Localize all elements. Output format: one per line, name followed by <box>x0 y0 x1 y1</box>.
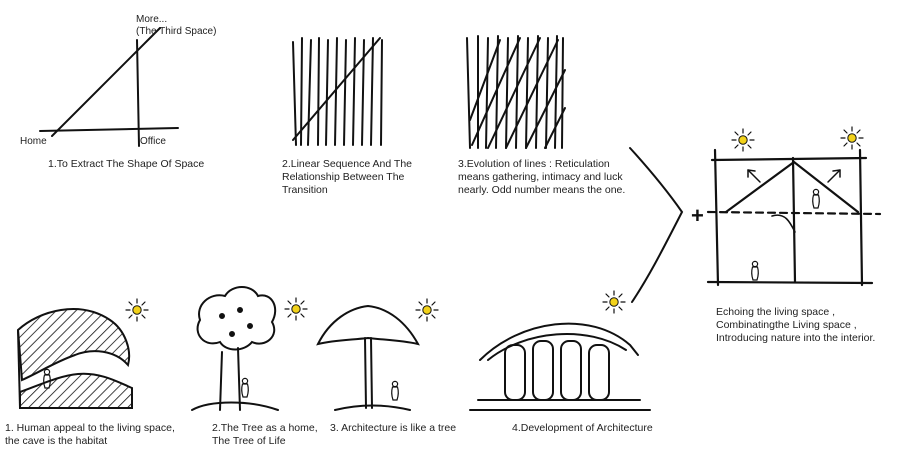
sun-icon <box>284 297 308 321</box>
caption-linear-sequence: 2.Linear Sequence And The Relationship B… <box>282 158 412 196</box>
sun-icon <box>731 128 755 152</box>
sun-icon <box>840 126 864 150</box>
caption-cave-habitat: 1. Human appeal to the living space, the… <box>5 422 175 447</box>
diagram-reticulation <box>466 35 566 149</box>
caption-development-architecture: 4.Development of Architecture <box>512 422 653 434</box>
diagram-shape-of-space <box>39 27 179 147</box>
diagram-cave <box>16 308 133 409</box>
person-icon <box>241 377 249 398</box>
caption-architecture-tree: 3. Architecture is like a tree <box>330 422 457 434</box>
diagram-linear-sequence <box>292 37 383 146</box>
person-icon <box>751 260 759 281</box>
base-line <box>39 127 179 132</box>
diagram-tree <box>191 286 279 411</box>
diagonal-line <box>51 27 161 137</box>
diagram-development-architecture <box>469 322 651 411</box>
diagram-umbrella-architecture <box>316 304 420 411</box>
person-icon <box>812 188 820 209</box>
label-office: Office <box>140 136 166 147</box>
person-icon <box>391 380 399 401</box>
label-home: Home <box>20 136 47 147</box>
vertical-line <box>136 39 140 147</box>
plus-sign: + <box>691 203 704 228</box>
sun-icon <box>602 290 626 314</box>
label-more-third-space: More... (The Third Space) <box>136 14 217 37</box>
caption-shape-of-space: 1.To Extract The Shape Of Space <box>48 158 205 170</box>
caption-reticulation: 3.Evolution of lines : Reticulation mean… <box>458 158 626 196</box>
sun-icon <box>125 298 149 322</box>
caption-tree-of-life: 2.The Tree as a home, The Tree of Life <box>212 422 318 447</box>
diagram-living-space-section <box>706 148 882 287</box>
caption-echoing-living-space: Echoing the living space , Combinatingth… <box>716 306 876 344</box>
sun-icon <box>415 298 439 322</box>
chevron-connector <box>629 147 684 303</box>
